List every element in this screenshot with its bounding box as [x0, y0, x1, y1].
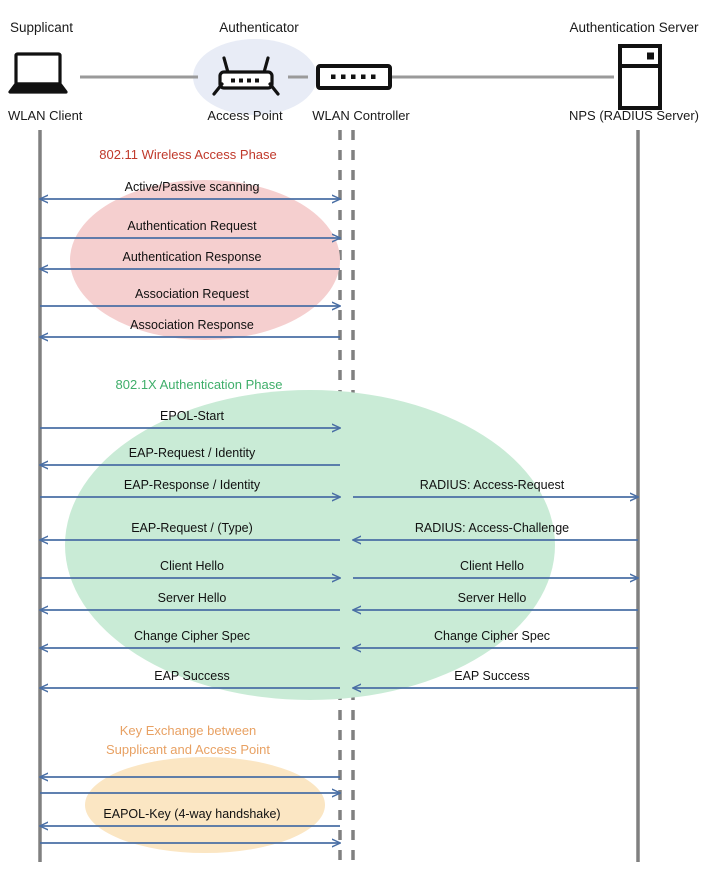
- phase-label-keyexch: Key Exchange between Supplicant and Acce…: [73, 722, 303, 760]
- message-label: EAPOL-Key (4-way handshake): [103, 807, 281, 821]
- actor-device-supplicant: WLAN Client: [8, 108, 83, 123]
- message-label: Authentication Request: [127, 219, 257, 233]
- phase-ellipse-8021x: [65, 390, 555, 700]
- message-label: EAP Success: [454, 669, 530, 683]
- message-label: Server Hello: [457, 591, 527, 605]
- message-label: Association Response: [130, 318, 254, 332]
- message-label: Change Cipher Spec: [133, 629, 251, 643]
- message-label: EAP-Response / Identity: [123, 478, 261, 492]
- server-icon: [618, 44, 662, 110]
- phase-ellipse-80211: [70, 180, 340, 340]
- message-label: Change Cipher Spec: [433, 629, 551, 643]
- actor-role-authenticator: Authenticator: [219, 20, 299, 35]
- message-label: Authentication Response: [122, 250, 262, 264]
- phase-ellipse-keyexch: [85, 757, 325, 853]
- wifi-router-icon: [212, 56, 280, 96]
- message-label: EPOL-Start: [160, 409, 224, 423]
- actor-device-authserver: NPS (RADIUS Server): [568, 108, 700, 123]
- phase-label-keyexch-line2: Supplicant and Access Point: [105, 741, 271, 757]
- network-switch-icon: [316, 64, 392, 90]
- actor-device-controller: WLAN Controller: [312, 108, 410, 123]
- message-label: Server Hello: [157, 591, 227, 605]
- actor-device-accesspoint: Access Point: [207, 108, 283, 123]
- phase-label-keyexch-line1: Key Exchange between: [119, 723, 257, 738]
- message-label: EAP Success: [154, 669, 230, 683]
- laptop-icon: [8, 52, 68, 94]
- message-label: EAP-Request / (Type): [131, 521, 253, 535]
- message-label: RADIUS: Access-Challenge: [414, 521, 570, 535]
- phase-label-8021x: 802.1X Authentication Phase: [115, 377, 283, 392]
- phase-label-80211: 802.11 Wireless Access Phase: [99, 147, 277, 162]
- message-label: RADIUS: Access-Request: [419, 478, 565, 492]
- message-label: EAP-Request / Identity: [128, 446, 256, 460]
- message-label: Client Hello: [160, 559, 224, 573]
- message-label: Active/Passive scanning: [124, 180, 260, 194]
- message-label: Client Hello: [460, 559, 524, 573]
- actor-role-supplicant: Supplicant: [10, 20, 74, 35]
- actor-role-authserver: Authentication Server: [569, 20, 699, 35]
- message-label: Association Request: [135, 287, 249, 301]
